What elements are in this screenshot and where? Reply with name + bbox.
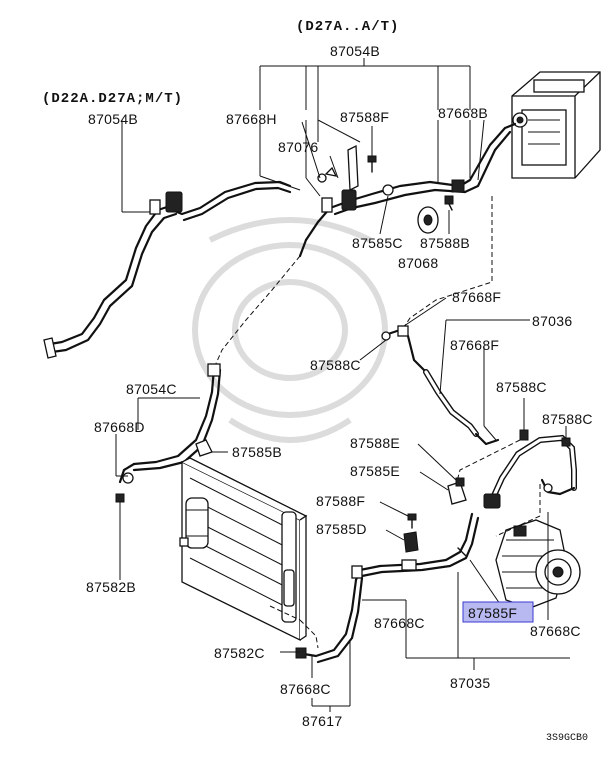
label-87588E[interactable]: 87588E	[350, 435, 400, 451]
label-87054C[interactable]: 87054C	[126, 381, 177, 397]
label-87585D[interactable]: 87585D	[316, 521, 367, 537]
bolt-87588F-mid	[407, 513, 417, 529]
label-87585B[interactable]: 87585B	[232, 444, 282, 460]
variant-header-at: (D27A..A/T)	[296, 19, 399, 35]
bracket-87076	[317, 144, 359, 192]
hose-87036	[381, 196, 500, 446]
bolt-87588C-1	[519, 429, 529, 441]
label-87585C[interactable]: 87585C	[352, 235, 403, 251]
leader-lines	[115, 58, 570, 712]
drawing-code: 3S9GCB0	[546, 733, 588, 744]
bolt-87582B	[115, 493, 125, 503]
label-87588F-mid[interactable]: 87588F	[316, 493, 365, 509]
label-87068[interactable]: 87068	[398, 255, 438, 271]
grommet-87068	[417, 206, 439, 234]
label-87668F-1[interactable]: 87668F	[452, 289, 501, 305]
variant-header-mt: (D22A.D27A;M/T)	[42, 91, 183, 107]
pipe-87054B-mt	[43, 180, 292, 359]
label-87588F-top[interactable]: 87588F	[340, 109, 389, 125]
receiver-drier	[179, 497, 209, 549]
label-87076[interactable]: 87076	[278, 139, 318, 155]
bolt-87588B	[444, 195, 454, 211]
label-87582C[interactable]: 87582C	[214, 645, 265, 661]
label-87668C-2[interactable]: 87668C	[530, 623, 581, 639]
pipe-87054B-at	[304, 122, 517, 242]
evaporator-unit-illustration	[511, 71, 601, 179]
compressor-illustration	[495, 519, 581, 609]
label-87035[interactable]: 87035	[450, 675, 490, 691]
clamp-87585D	[403, 531, 419, 553]
label-87668H[interactable]: 87668H	[226, 111, 277, 127]
label-87617[interactable]: 87617	[302, 713, 342, 729]
discharge-hose	[483, 434, 577, 509]
label-87668B[interactable]: 87668B	[438, 105, 488, 121]
label-87668C-3[interactable]: 87668C	[280, 681, 331, 697]
label-87585F[interactable]: 87585F	[468, 605, 517, 621]
bolt-87588F-top	[367, 155, 377, 173]
label-87668C-1[interactable]: 87668C	[374, 615, 425, 631]
watermark-emblem	[192, 217, 388, 443]
pipe-87035	[351, 439, 541, 582]
highlighted-label-87585F[interactable]: 87585F	[462, 601, 534, 623]
label-87588C-1[interactable]: 87588C	[310, 357, 361, 373]
label-87054B-top[interactable]: 87054B	[330, 43, 380, 59]
label-87588B[interactable]: 87588B	[420, 235, 470, 251]
label-87054B-left[interactable]: 87054B	[88, 111, 138, 127]
label-87585E[interactable]: 87585E	[350, 463, 400, 479]
label-87588C-2[interactable]: 87588C	[496, 379, 547, 395]
pipe-87617	[269, 576, 364, 664]
bolt-87588C-2	[561, 437, 571, 447]
bolt-87588E	[455, 477, 465, 487]
label-87582B[interactable]: 87582B	[86, 579, 136, 595]
clamp-87585B	[195, 439, 213, 457]
condenser-illustration	[181, 457, 308, 642]
highlight-box	[462, 601, 534, 623]
label-87036[interactable]: 87036	[532, 313, 572, 329]
label-87668F-2[interactable]: 87668F	[450, 337, 499, 353]
label-87588C-3[interactable]: 87588C	[542, 411, 593, 427]
nut-87585C	[382, 184, 394, 196]
label-87668D[interactable]: 87668D	[94, 419, 145, 435]
